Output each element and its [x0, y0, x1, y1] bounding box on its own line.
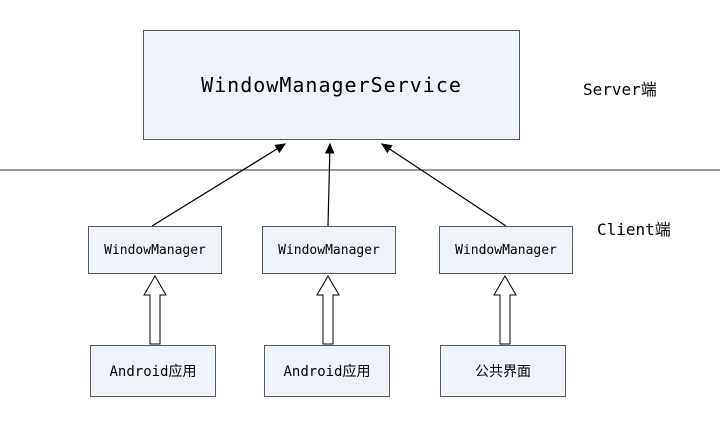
manager1-to-service-arrow [151, 143, 287, 227]
app1-to-manager1-block-arrow [143, 275, 167, 345]
client-tier-label: Client端 [597, 220, 671, 239]
public-ui-box: 公共界面 [440, 345, 566, 397]
manager3-to-service-arrow [380, 143, 507, 227]
window-manager-label-2: WindowManager [278, 242, 380, 258]
window-manager-box-2: WindowManager [262, 226, 396, 274]
app3-to-manager3-block-arrow [493, 275, 517, 345]
android-app-box-2: Android应用 [264, 345, 390, 397]
window-manager-label-1: WindowManager [104, 242, 206, 258]
public-ui-label: 公共界面 [475, 364, 531, 380]
window-manager-box-1: WindowManager [88, 226, 222, 274]
window-manager-service-box: WindowManagerService [143, 30, 520, 140]
app2-to-manager2-block-arrow [316, 275, 340, 345]
window-manager-box-3: WindowManager [439, 226, 573, 274]
android-app-box-1: Android应用 [90, 345, 216, 397]
manager2-to-service-arrow [324, 142, 335, 227]
android-app-label-2: Android应用 [283, 364, 371, 380]
android-app-label-1: Android应用 [109, 364, 197, 380]
window-manager-service-label: WindowManagerService [201, 73, 462, 97]
window-manager-label-3: WindowManager [455, 242, 557, 258]
server-tier-label: Server端 [583, 80, 657, 99]
